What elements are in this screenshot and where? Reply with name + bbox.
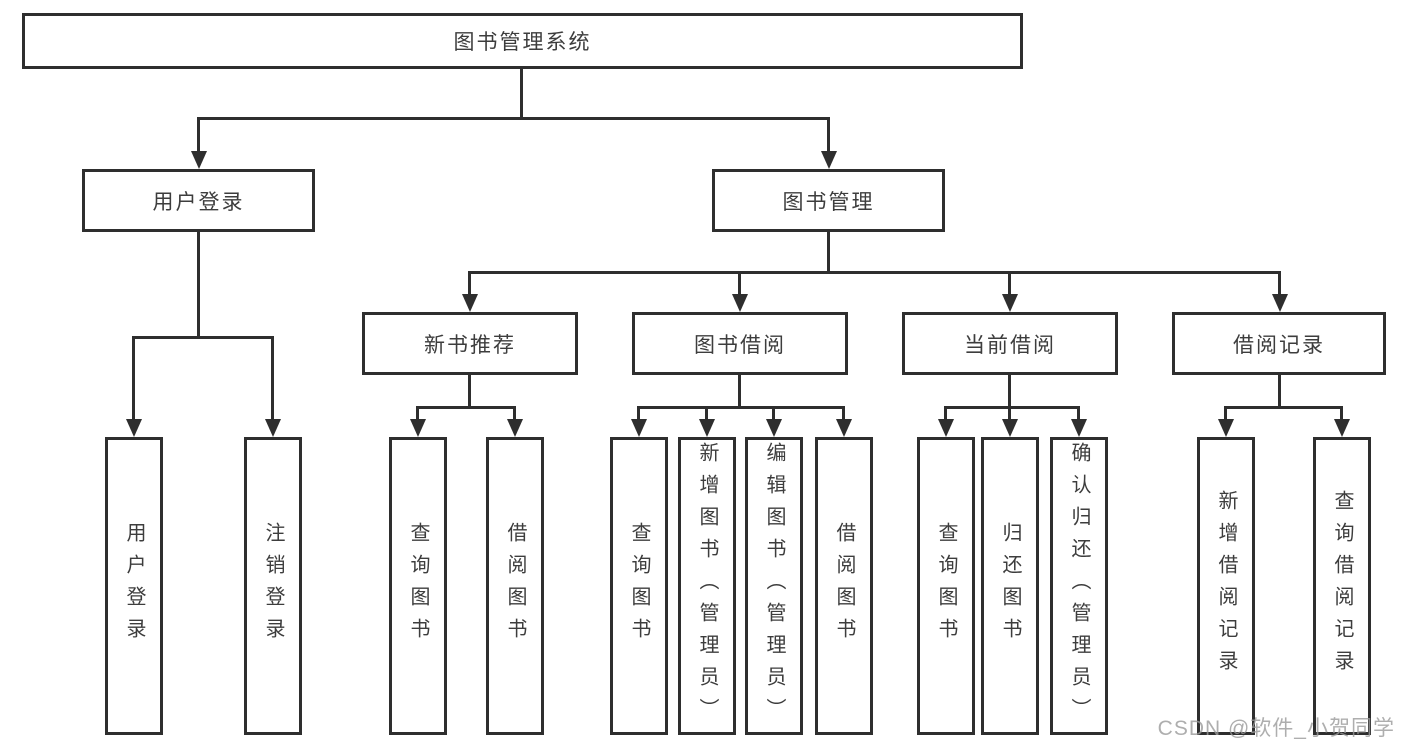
connector-arrowhead	[1272, 294, 1288, 312]
connector-line	[1340, 406, 1343, 421]
connector-arrowhead	[1002, 294, 1018, 312]
connector-arrowhead	[732, 294, 748, 312]
node-leaf-query-borrow-record: 查询借阅记录	[1313, 437, 1371, 735]
node-label: 图书管理	[782, 190, 875, 214]
connector-line	[738, 373, 741, 408]
node-borrowing-records: 借阅记录	[1172, 312, 1386, 375]
node-label: 新增借阅记录	[1215, 490, 1237, 682]
node-leaf-borrow-books: 借阅图书	[486, 437, 544, 735]
node-label: 用户登录	[152, 190, 245, 214]
connector-arrowhead	[265, 419, 281, 437]
connector-line	[944, 406, 947, 421]
connector-line	[772, 406, 775, 421]
connector-line	[705, 406, 708, 421]
connector-arrowhead	[1218, 419, 1234, 437]
node-leaf-edit-books-admin: 编辑图书（管理员）	[745, 437, 803, 735]
node-user-login: 用户登录	[82, 169, 315, 232]
connector-line	[132, 336, 135, 421]
node-label: 新增图书（管理员）	[696, 442, 718, 730]
connector-arrowhead	[699, 419, 715, 437]
node-label: 借阅图书	[833, 522, 855, 650]
connector-line	[416, 406, 419, 421]
connector-line	[468, 271, 1281, 274]
connector-line	[827, 230, 830, 274]
node-label: 查询图书	[935, 522, 957, 650]
connector-line	[738, 271, 741, 297]
node-label: 图书管理系统	[453, 31, 592, 54]
csdn-watermark: CSDN @软件_小贺同学	[1157, 717, 1395, 740]
node-label: 新书推荐	[424, 333, 516, 357]
connector-arrowhead	[191, 151, 207, 169]
connector-line	[1008, 373, 1011, 408]
connector-line	[197, 117, 200, 153]
node-label: 借阅图书	[504, 522, 526, 650]
connector-line	[132, 336, 274, 339]
connector-line	[637, 406, 845, 409]
connector-line	[468, 373, 471, 408]
node-leaf-borrow-books: 借阅图书	[815, 437, 873, 735]
connector-line	[520, 67, 523, 119]
connector-arrowhead	[1334, 419, 1350, 437]
connector-arrowhead	[410, 419, 426, 437]
connector-arrowhead	[821, 151, 837, 169]
node-leaf-query-books: 查询图书	[610, 437, 668, 735]
node-library-management-system: 图书管理系统	[22, 13, 1023, 69]
node-leaf-add-books-admin: 新增图书（管理员）	[678, 437, 736, 735]
node-label: 归还图书	[999, 522, 1021, 650]
connector-arrowhead	[766, 419, 782, 437]
node-label: 查询图书	[628, 522, 650, 650]
node-leaf-confirm-return-admin: 确认归还（管理员）	[1050, 437, 1108, 735]
node-leaf-logout: 注销登录	[244, 437, 302, 735]
connector-arrowhead	[1071, 419, 1087, 437]
node-label: 注销登录	[262, 522, 284, 650]
node-leaf-user-login: 用户登录	[105, 437, 163, 735]
connector-line	[1008, 406, 1011, 421]
node-current-borrowing: 当前借阅	[902, 312, 1118, 375]
node-label: 借阅记录	[1233, 333, 1325, 357]
connector-line	[1224, 406, 1343, 409]
node-leaf-query-books: 查询图书	[389, 437, 447, 735]
connector-line	[1278, 373, 1281, 408]
connector-line	[1224, 406, 1227, 421]
node-label: 图书借阅	[694, 333, 786, 357]
node-book-borrowing: 图书借阅	[632, 312, 848, 375]
connector-line	[468, 271, 471, 297]
node-leaf-add-borrow-record: 新增借阅记录	[1197, 437, 1255, 735]
node-label: 当前借阅	[964, 333, 1056, 357]
connector-arrowhead	[836, 419, 852, 437]
connector-line	[1278, 271, 1281, 297]
connector-arrowhead	[462, 294, 478, 312]
connector-line	[1008, 271, 1011, 297]
node-label: 用户登录	[123, 522, 145, 650]
connector-line	[637, 406, 640, 421]
connector-arrowhead	[1002, 419, 1018, 437]
connector-arrowhead	[938, 419, 954, 437]
connector-line	[197, 117, 830, 120]
connector-line	[1077, 406, 1080, 421]
connector-line	[197, 230, 200, 338]
node-leaf-return-books: 归还图书	[981, 437, 1039, 735]
connector-arrowhead	[631, 419, 647, 437]
node-label: 查询图书	[407, 522, 429, 650]
connector-line	[842, 406, 845, 421]
connector-line	[513, 406, 516, 421]
connector-arrowhead	[126, 419, 142, 437]
node-book-management: 图书管理	[712, 169, 945, 232]
node-new-book-recommendation: 新书推荐	[362, 312, 578, 375]
connector-line	[271, 336, 274, 421]
node-label: 编辑图书（管理员）	[763, 442, 785, 730]
connector-line	[944, 406, 1080, 409]
node-label: 确认归还（管理员）	[1068, 442, 1090, 730]
connector-line	[416, 406, 516, 409]
node-leaf-query-books: 查询图书	[917, 437, 975, 735]
connector-line	[827, 117, 830, 153]
node-label: 查询借阅记录	[1331, 490, 1353, 682]
connector-arrowhead	[507, 419, 523, 437]
